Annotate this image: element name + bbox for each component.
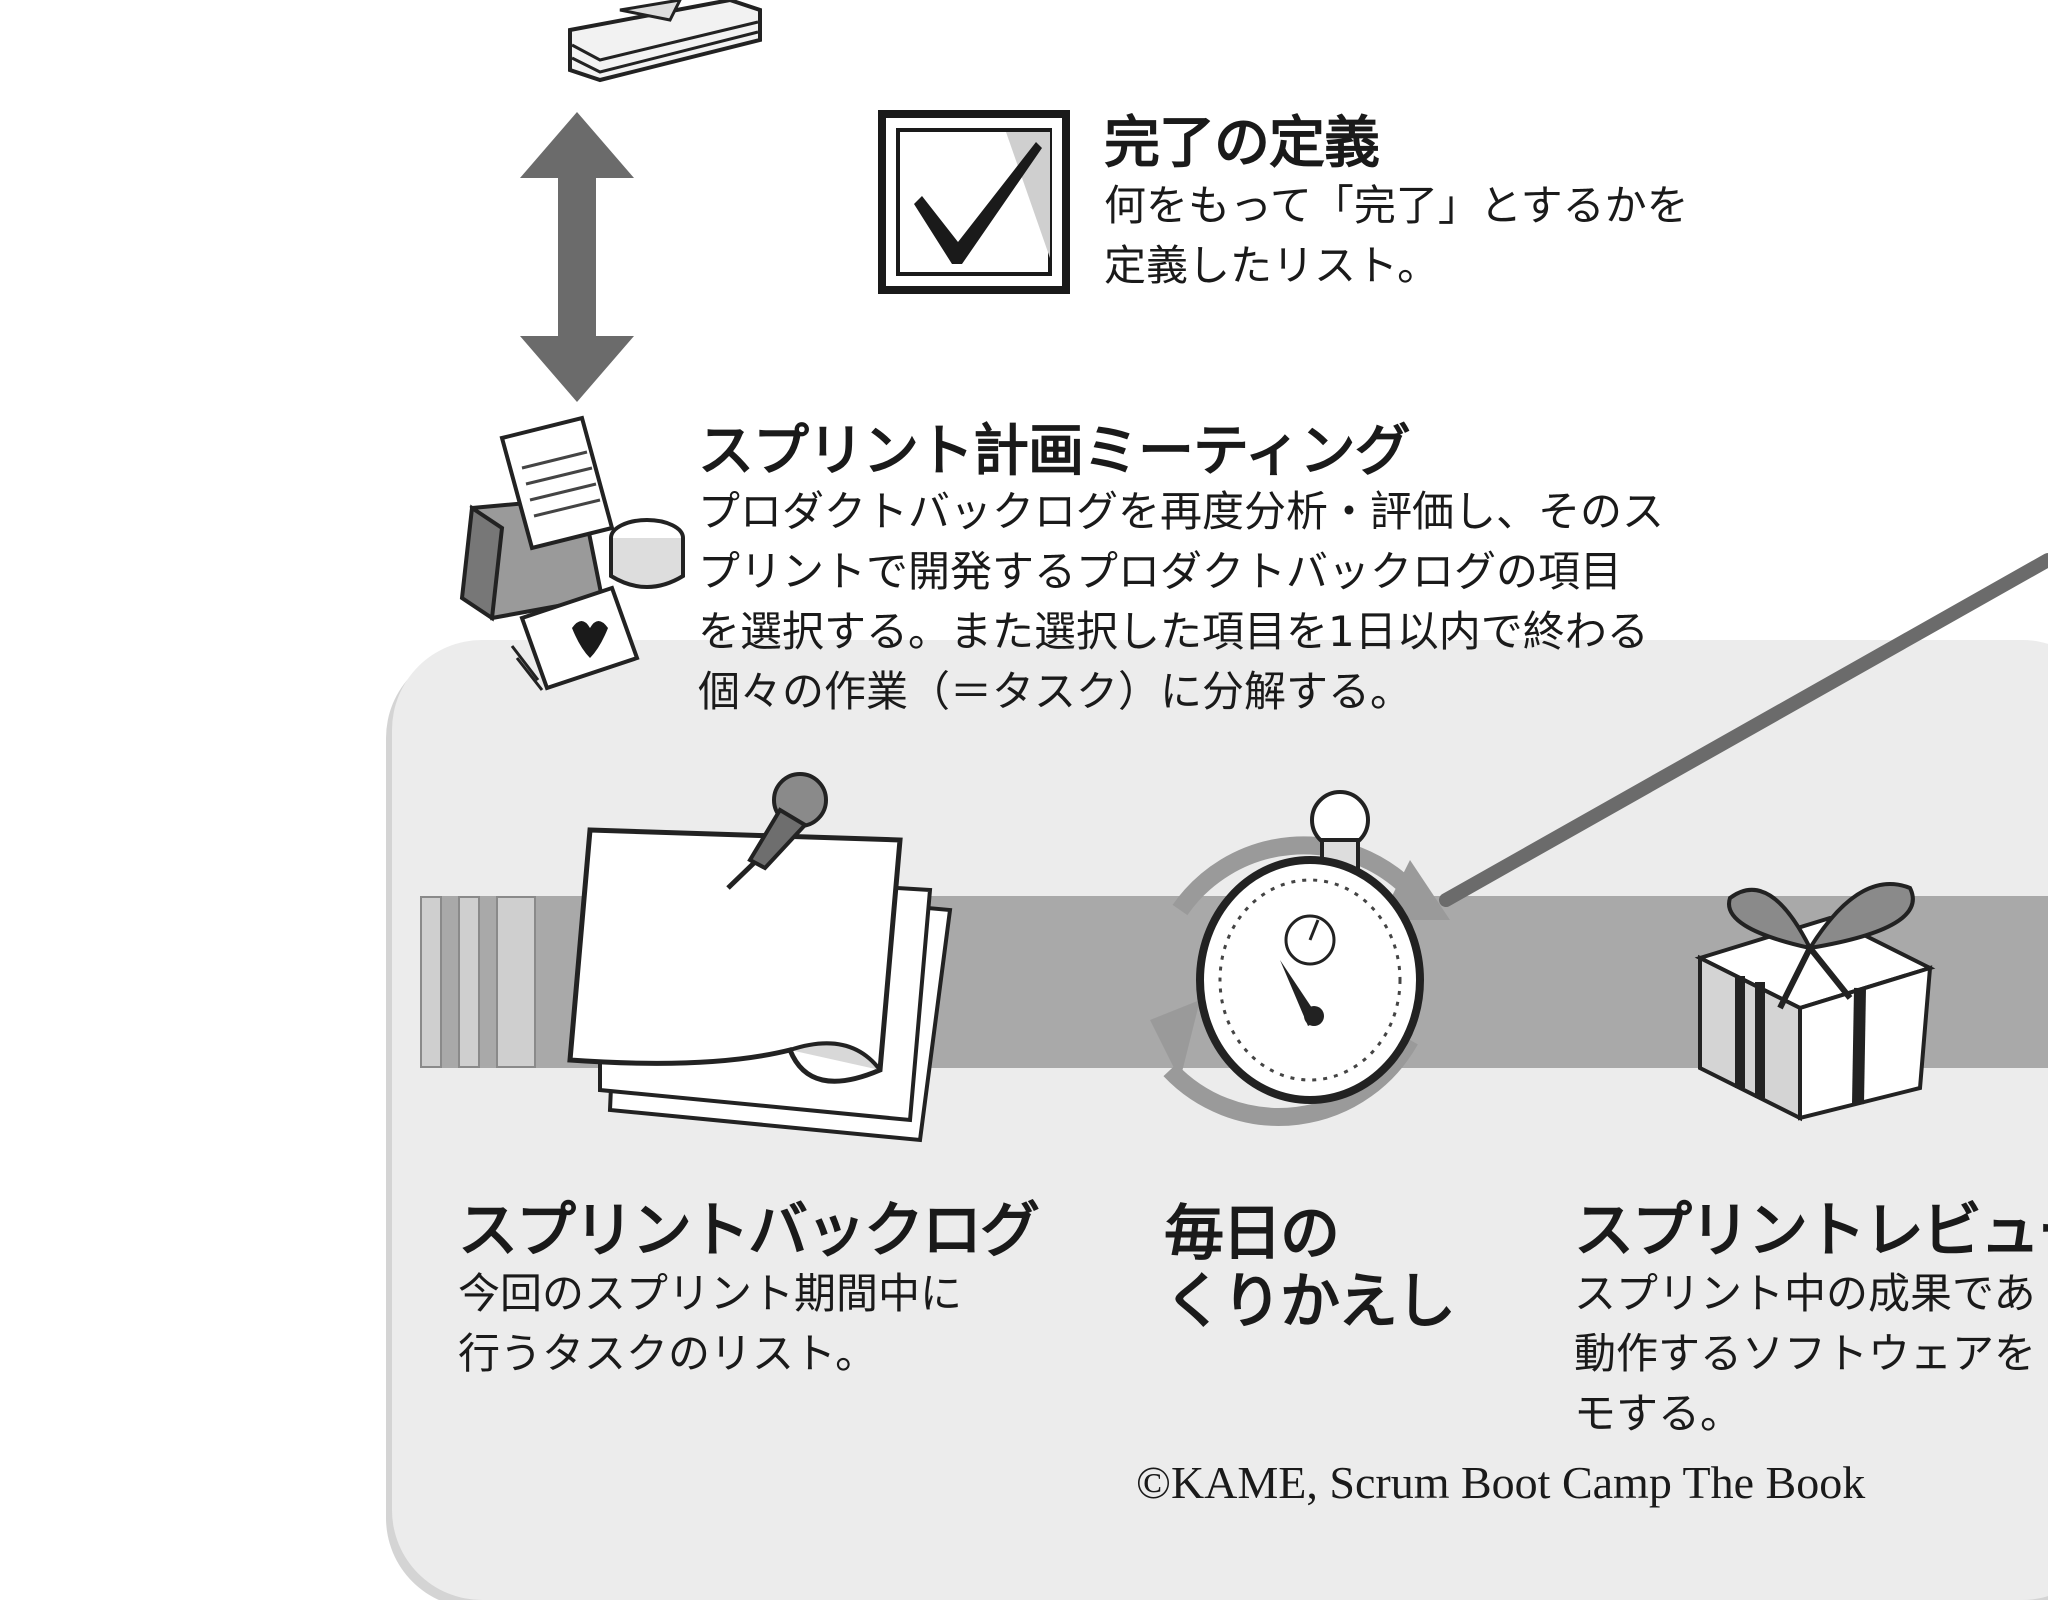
band-stripe	[458, 896, 480, 1068]
double-arrow-icon	[512, 112, 642, 402]
definition-of-done-title: 完了の定義	[1104, 112, 1379, 176]
card-stack-icon	[560, 0, 780, 90]
sprint-planning-title: スプリント計画ミーティング	[698, 420, 1410, 484]
stopwatch-icon	[1110, 780, 1490, 1180]
definition-of-done-description: 何をもって「完了」とするかを 定義したリスト。	[1104, 176, 1744, 296]
checkbox-icon	[876, 108, 1072, 296]
documents-icon	[462, 418, 692, 698]
sprint-review-title: スプリントレビュー	[1574, 1198, 2048, 1264]
gift-box-icon	[1660, 848, 1970, 1138]
band-stripe	[420, 896, 442, 1068]
daily-repeat-title: 毎日の くりかえし	[1164, 1200, 1454, 1336]
band-stripe	[496, 896, 536, 1068]
sprint-backlog-description: 今回のスプリント期間中に 行うタスクのリスト。	[458, 1264, 1058, 1384]
sprint-review-description: スプリント中の成果であ 動作するソフトウェアを モする。	[1574, 1264, 2048, 1444]
sprint-backlog-title: スプリントバックログ	[458, 1198, 1038, 1264]
sticky-notes-icon	[560, 770, 980, 1150]
copyright-notice: ©KAME, Scrum Boot Camp The Book	[1136, 1456, 1865, 1509]
